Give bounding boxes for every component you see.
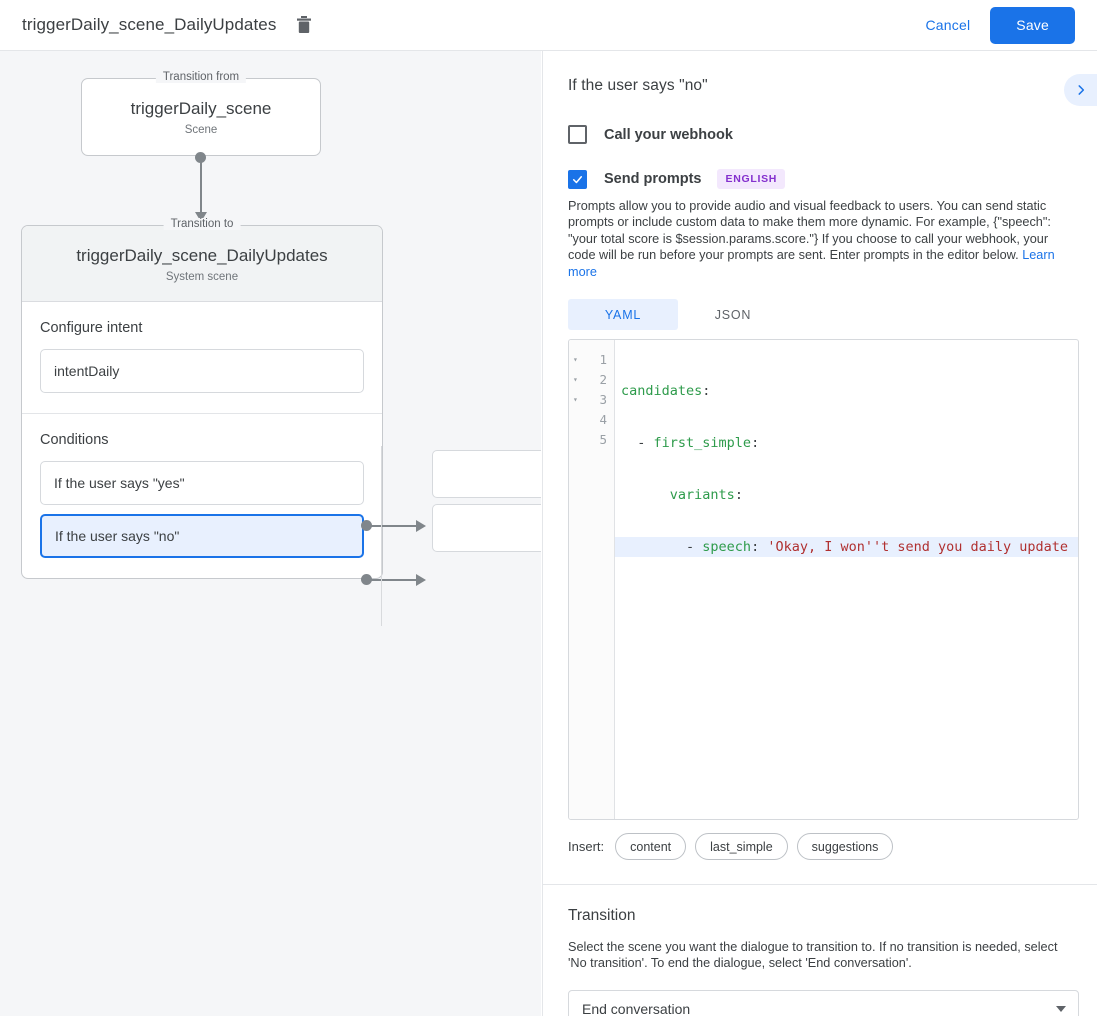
- transition-select[interactable]: End conversation: [568, 989, 1079, 1016]
- editor-code-area[interactable]: candidates: - first_simple: variants: - …: [615, 340, 1078, 819]
- line-number: 4: [599, 411, 607, 427]
- condition-item-yes[interactable]: If the user says "yes": [40, 461, 364, 505]
- code-line: - speech: 'Okay, I won''t send you daily…: [615, 537, 1078, 558]
- transition-description: Select the scene you want the dialogue t…: [568, 940, 1058, 971]
- code-string: 'Okay, I won''t send you daily update: [767, 539, 1069, 556]
- insert-chip-last-simple[interactable]: last_simple: [695, 833, 788, 861]
- prompt-code-editor[interactable]: ▾ 1 ▾ 2 ▾ 3 4 5 candidates: - first_simp…: [568, 339, 1079, 821]
- top-bar: triggerDaily_scene_DailyUpdates Cancel S…: [0, 0, 1097, 51]
- panel-header: If the user says "no": [543, 51, 1097, 95]
- condition-no-connector-dot: [361, 574, 372, 585]
- transition-title: Transition: [568, 907, 636, 925]
- panel-title: If the user says "no": [568, 77, 708, 94]
- prompts-description-text: Prompts allow you to provide audio and v…: [568, 199, 1051, 263]
- call-webhook-row[interactable]: Call your webhook: [543, 125, 1097, 144]
- learn-more-link[interactable]: Learn more: [568, 248, 1055, 279]
- line-number: 3: [599, 391, 607, 407]
- gutter-line: 5: [569, 429, 614, 449]
- code-key: candidates: [621, 383, 703, 400]
- send-prompts-label: Send prompts: [604, 171, 702, 187]
- condition-item-no[interactable]: If the user says "no": [40, 514, 364, 558]
- transition-from-legend: Transition from: [155, 71, 247, 83]
- insert-chip-content[interactable]: content: [615, 833, 687, 861]
- transition-from-node[interactable]: Transition from triggerDaily_scene Scene: [81, 71, 321, 156]
- editor-gutter: ▾ 1 ▾ 2 ▾ 3 4 5: [569, 340, 615, 820]
- fold-arrow-icon[interactable]: ▾: [573, 354, 578, 364]
- transition-section: Transition Select the scene you want the…: [543, 885, 1097, 1016]
- prompts-description: Prompts allow you to provide audio and v…: [543, 189, 1097, 280]
- checkmark-icon: [572, 175, 583, 183]
- code-punc: :: [751, 539, 768, 556]
- language-badge: ENGLISH: [717, 169, 786, 189]
- code-indent: [621, 487, 670, 503]
- call-webhook-label: Call your webhook: [604, 126, 733, 143]
- target-node-stub-yes[interactable]: [432, 450, 541, 498]
- transition-to-node[interactable]: Transition to triggerDaily_scene_DailyUp…: [21, 218, 383, 579]
- call-webhook-checkbox[interactable]: [568, 125, 587, 144]
- code-key: first_simple: [653, 435, 752, 452]
- panel-divider: [543, 884, 1097, 886]
- gutter-line: 4: [569, 409, 614, 429]
- page-title: triggerDaily_scene_DailyUpdates: [22, 15, 277, 34]
- code-punc: :: [751, 435, 760, 452]
- tab-yaml[interactable]: YAML: [568, 299, 678, 331]
- code-punc: :: [702, 383, 711, 400]
- transition-from-subtitle: Scene: [184, 123, 218, 136]
- edge-arrow-down-icon: [195, 212, 207, 222]
- delete-button[interactable]: [291, 12, 317, 38]
- fold-arrow-icon[interactable]: ▾: [573, 394, 578, 404]
- gutter-line: ▾ 2: [569, 369, 614, 389]
- insert-row: Insert: content last_simple suggestions: [568, 833, 1097, 861]
- configure-intent-label: Configure intent: [40, 320, 143, 336]
- code-line: - first_simple:: [615, 433, 1078, 453]
- transition-to-subtitle: System scene: [165, 271, 239, 283]
- graph-canvas[interactable]: Transition from triggerDaily_scene Scene…: [0, 51, 541, 1016]
- expand-panel-button[interactable]: [1064, 74, 1097, 106]
- chevron-right-icon: [1077, 85, 1084, 95]
- code-indent: -: [621, 539, 703, 556]
- send-prompts-row[interactable]: Send prompts ENGLISH: [543, 169, 1097, 189]
- conditions-section: Conditions If the user says "yes" If the…: [22, 413, 382, 578]
- code-line: candidates:: [615, 381, 1078, 401]
- intent-field[interactable]: intentDaily: [40, 349, 364, 393]
- conditions-label: Conditions: [40, 432, 109, 448]
- transition-select-value: End conversation: [582, 1001, 691, 1016]
- transition-to-title: triggerDaily_scene_DailyUpdates: [76, 246, 328, 265]
- target-node-stub-no[interactable]: [432, 504, 541, 552]
- condition-no-edge-line: [371, 579, 417, 581]
- code-line: variants:: [615, 485, 1078, 505]
- insert-label: Insert:: [568, 839, 605, 855]
- transition-to-header: triggerDaily_scene_DailyUpdates System s…: [22, 226, 382, 302]
- edge-line-vertical: [200, 156, 202, 219]
- transition-from-title: triggerDaily_scene: [130, 98, 272, 118]
- transition-to-legend: Transition to: [163, 218, 241, 230]
- canvas-guide-line: [381, 446, 382, 626]
- insert-chip-suggestions[interactable]: suggestions: [796, 833, 894, 861]
- code-indent: -: [621, 435, 654, 452]
- editor-format-tabs: YAML JSON: [568, 299, 1097, 331]
- condition-yes-edge-line: [371, 525, 417, 527]
- line-number: 5: [599, 431, 607, 447]
- code-punc: :: [734, 487, 743, 504]
- code-key: variants: [669, 487, 735, 504]
- condition-no-arrow-icon: [416, 574, 426, 586]
- configure-intent-section: Configure intent intentDaily: [22, 302, 382, 413]
- gutter-line: ▾ 1: [569, 349, 614, 369]
- gutter-line: ▾ 3: [569, 389, 614, 409]
- condition-yes-arrow-icon: [416, 520, 426, 532]
- line-number: 1: [599, 351, 607, 367]
- cancel-button[interactable]: Cancel: [914, 9, 983, 41]
- chevron-down-icon: [1056, 1006, 1066, 1013]
- line-number: 2: [599, 371, 607, 387]
- trash-icon: [297, 16, 312, 33]
- send-prompts-checkbox[interactable]: [568, 169, 587, 189]
- tab-json[interactable]: JSON: [714, 307, 752, 322]
- code-line: [615, 589, 1078, 609]
- fold-arrow-icon[interactable]: ▾: [573, 374, 578, 384]
- detail-panel: If the user says "no" Call your webhook …: [542, 51, 1097, 1016]
- save-button[interactable]: Save: [990, 6, 1075, 44]
- code-key: speech: [702, 539, 752, 556]
- condition-yes-connector-dot: [361, 520, 372, 531]
